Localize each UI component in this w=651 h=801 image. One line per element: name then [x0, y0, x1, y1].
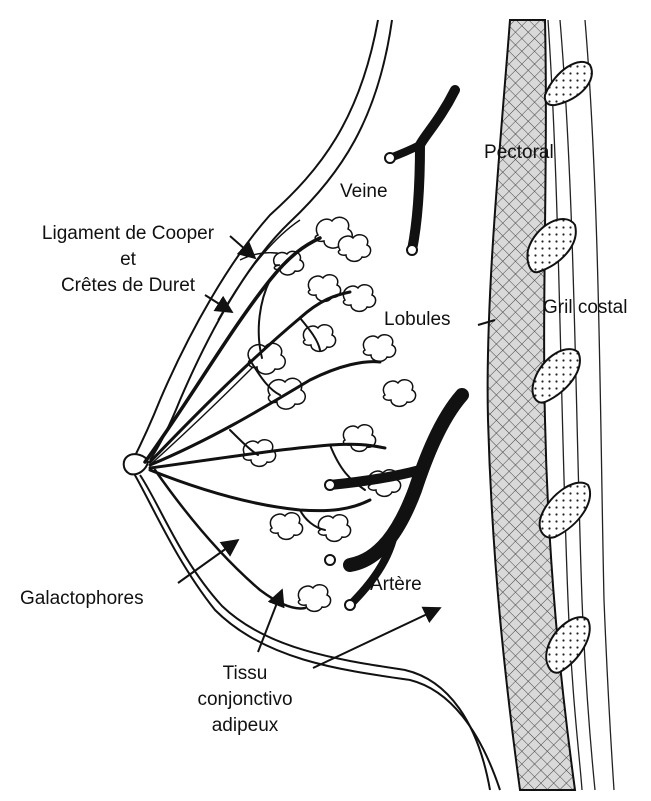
artere-arrow — [313, 608, 440, 668]
label-ligament-line2: et — [8, 248, 248, 271]
tissu-arrow — [258, 590, 282, 652]
label-pointers — [178, 236, 495, 668]
vein — [385, 90, 455, 255]
label-artere: Artère — [370, 573, 422, 596]
label-tissu-line1: Tissu — [180, 662, 310, 685]
label-pectoral: Pectoral — [484, 141, 554, 164]
label-galactophores: Galactophores — [20, 587, 144, 610]
label-ligament-line1: Ligament de Cooper — [8, 222, 248, 245]
label-lobules: Lobules — [384, 308, 451, 331]
label-tissu-line2: conjonctivo — [180, 688, 310, 711]
label-veine: Veine — [340, 180, 388, 203]
nipple — [124, 454, 148, 474]
label-gril-costal: Gril costal — [543, 296, 627, 319]
label-tissu-line3: adipeux — [180, 714, 310, 737]
rib-1 — [545, 62, 592, 105]
label-ligament-line3: Crêtes de Duret — [8, 274, 248, 297]
